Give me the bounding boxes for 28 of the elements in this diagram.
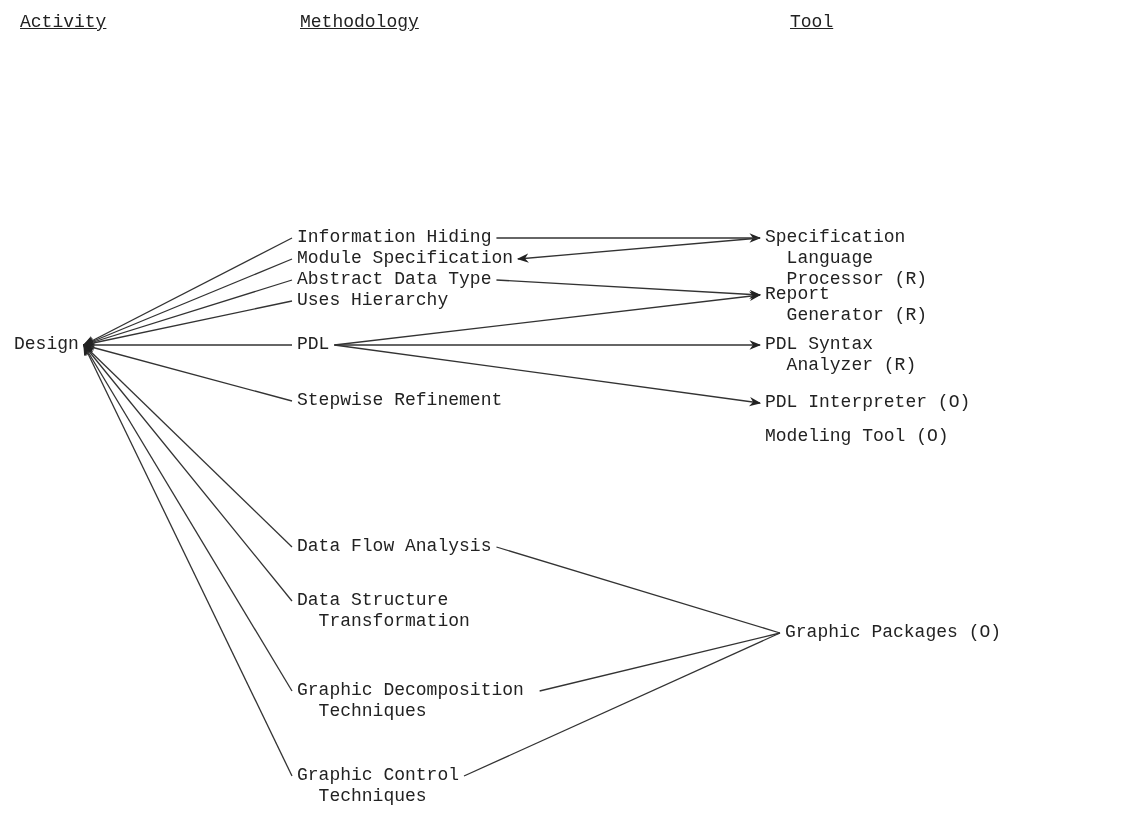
- node-text: Graphic Packages (O): [785, 622, 1002, 643]
- column-heading: Methodology: [300, 12, 419, 33]
- node-text: Graphic Control Techniques: [297, 765, 459, 807]
- node-text: Module Specification: [297, 248, 514, 269]
- node-text: Data Structure Transformation: [297, 590, 470, 632]
- tool-text: Modeling Tool (O): [765, 426, 949, 447]
- column-heading: Tool: [790, 12, 834, 33]
- connector-line: [463, 632, 781, 777]
- arrow: [83, 343, 293, 777]
- connector-line: [539, 632, 781, 692]
- node-text: Design: [14, 334, 79, 355]
- connector-line: [495, 546, 781, 634]
- node-text: Uses Hierarchy: [297, 290, 449, 311]
- node-text: Stepwise Refinement: [297, 390, 503, 411]
- column-heading: Activity: [20, 12, 107, 33]
- arrow: [83, 344, 293, 692]
- node-text: Graphic Decomposition Techniques: [297, 680, 535, 722]
- arrow: [83, 344, 293, 602]
- node-text: PDL Syntax Analyzer (R): [765, 334, 917, 376]
- node-text: Data Flow Analysis: [297, 536, 492, 557]
- arrow: [333, 340, 762, 350]
- arrow: [516, 237, 761, 263]
- node-text: Information Hiding: [297, 227, 492, 248]
- node-text: PDL Interpreter (O): [765, 392, 971, 413]
- arrow: [82, 237, 293, 346]
- arrow: [333, 344, 762, 407]
- node-text: Abstract Data Type: [297, 269, 492, 290]
- node-text: PDL: [297, 334, 330, 355]
